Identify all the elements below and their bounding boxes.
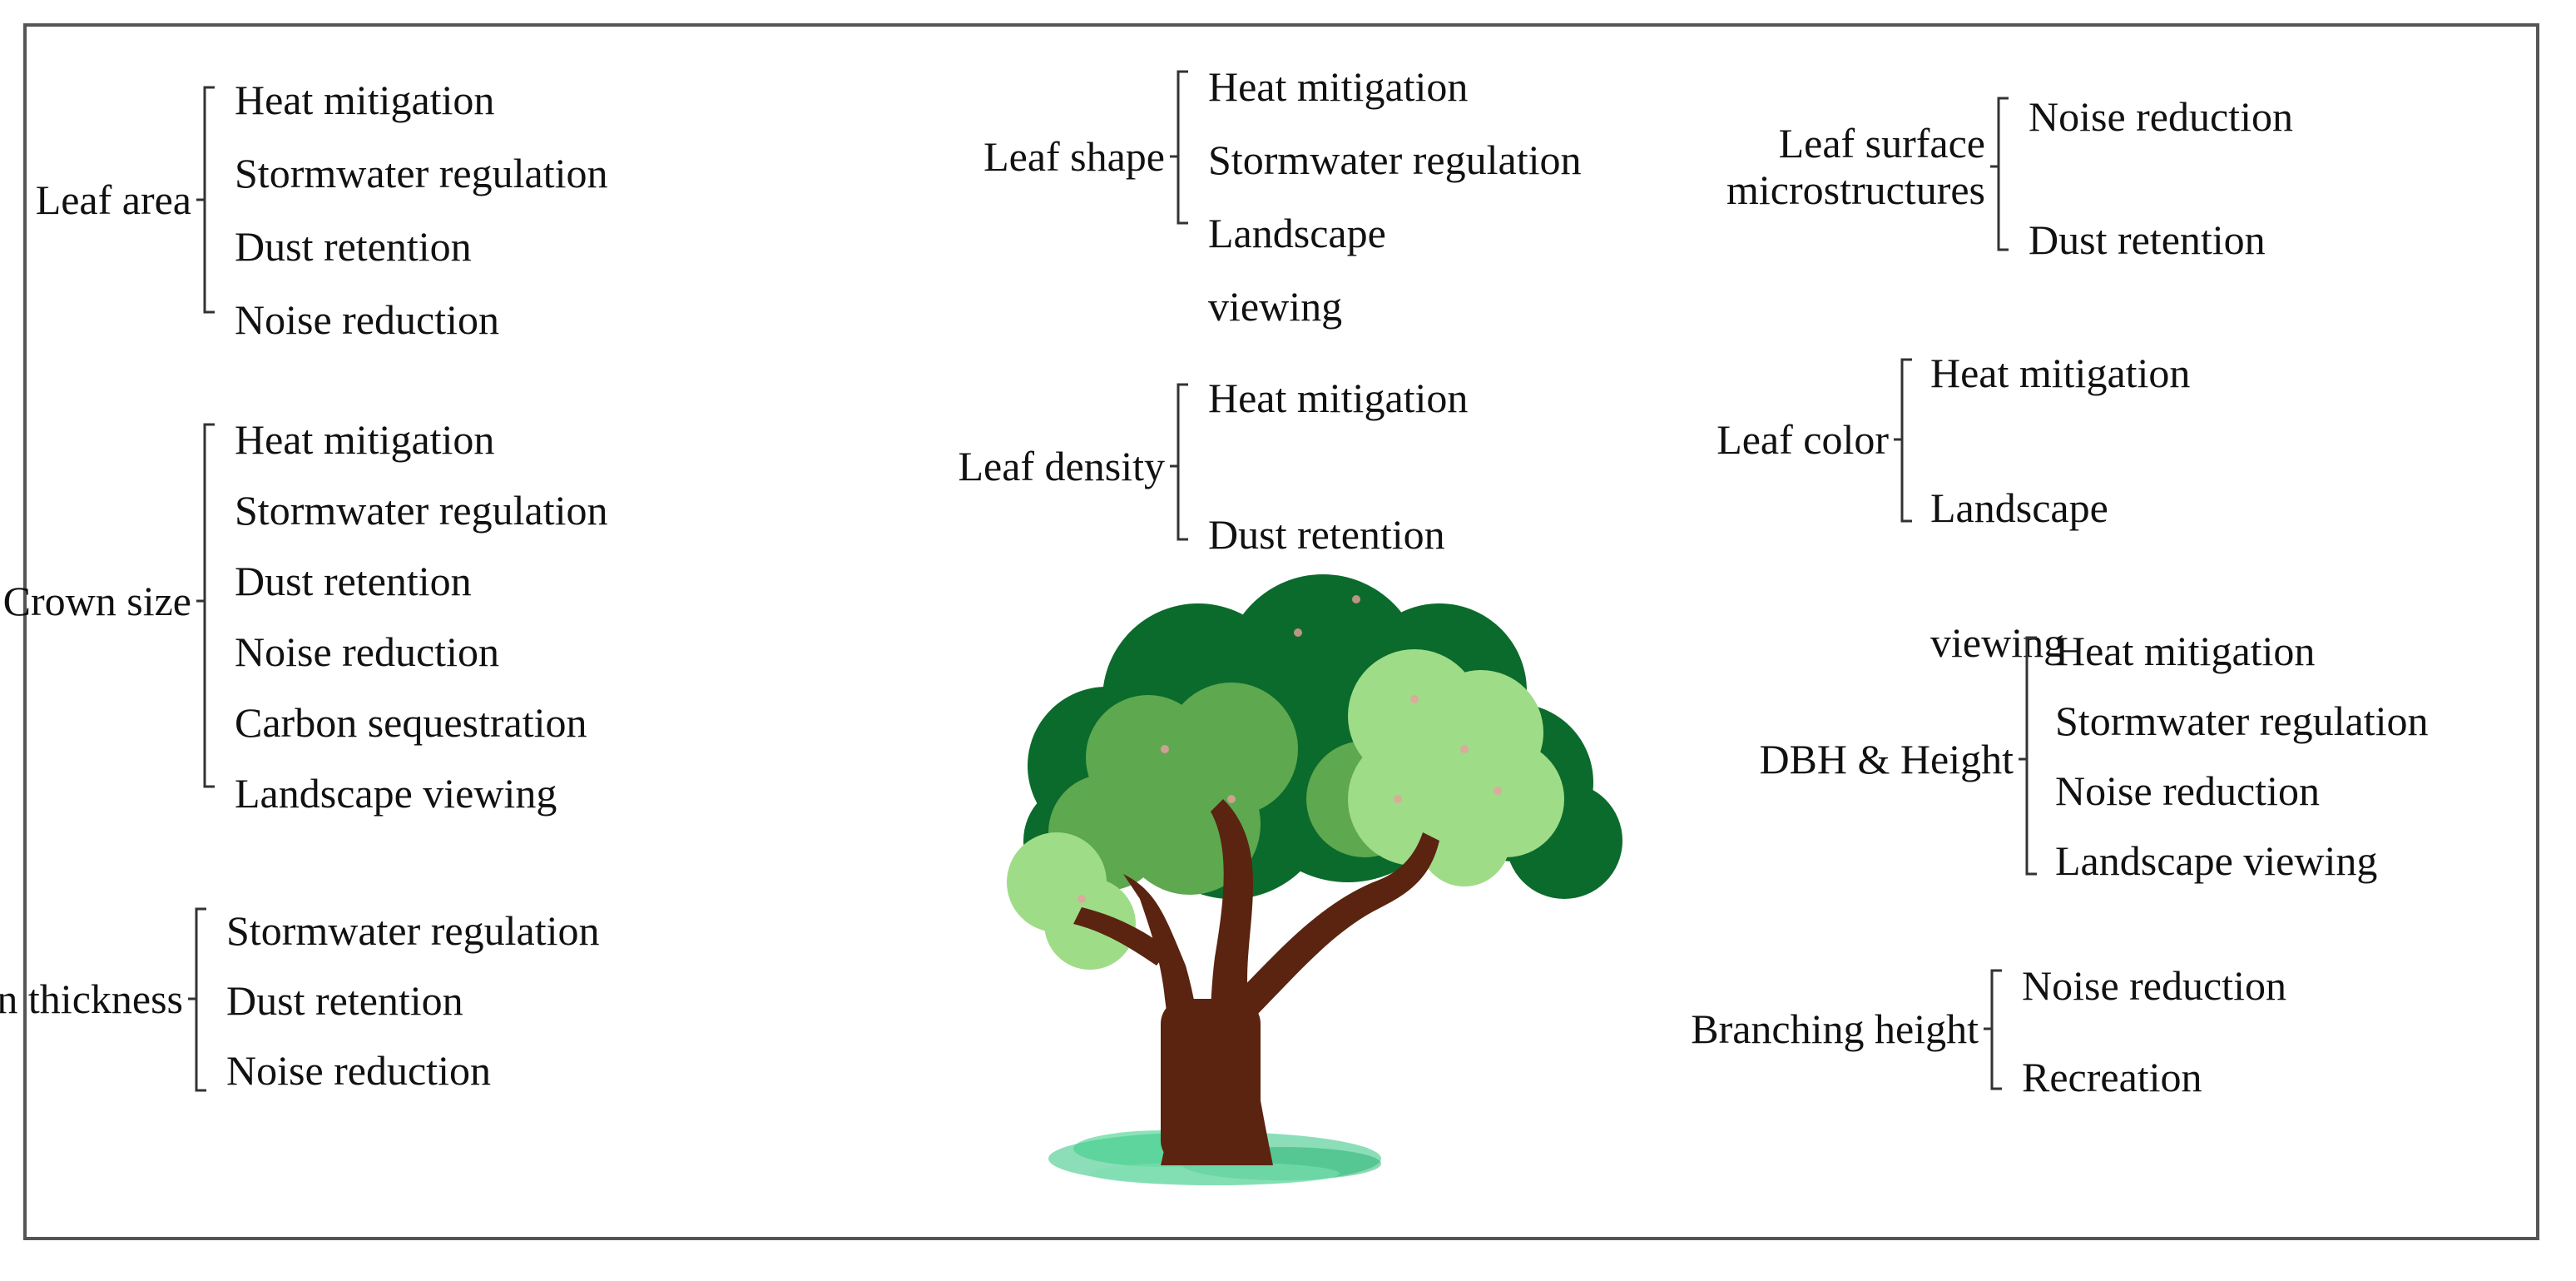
effect-label: Dust retention: [2029, 216, 2266, 263]
bracket: [1894, 358, 1912, 523]
effect-label: Noise reduction: [2022, 962, 2286, 1009]
effect-label: Carbon sequestration: [235, 699, 587, 746]
trait-label: Leaf area: [36, 176, 191, 223]
bracket: [1170, 70, 1188, 225]
effect-label: Landscape: [1208, 210, 1386, 256]
effect-label: Dust retention: [235, 558, 472, 604]
bracket: [1170, 383, 1188, 541]
blossom-dots: [1077, 595, 1502, 903]
effect-label: Noise reduction: [226, 1047, 491, 1094]
bracket: [196, 86, 215, 314]
trait-label: Branching height: [1691, 1005, 1979, 1052]
effect-label: Heat mitigation: [1930, 350, 2190, 396]
effect-label: Stormwater regulation: [235, 487, 608, 534]
trait-label: Leaf color: [1717, 416, 1889, 463]
bracket: [2019, 636, 2037, 876]
bracket: [196, 423, 215, 788]
effect-label: Heat mitigation: [1208, 375, 1468, 421]
trait-label: Leaf density: [958, 443, 1165, 489]
group-branching-height: Branching height Noise reductionRecreatio…: [1691, 962, 2286, 1100]
effect-label: Stormwater regulation: [1208, 137, 1582, 183]
effect-label: Heat mitigation: [2055, 628, 2315, 674]
tree-illustration: [1007, 574, 1622, 1185]
effect-label: Noise reduction: [235, 296, 499, 343]
trait-label: Crown size: [3, 578, 191, 624]
effect-label: Noise reduction: [2029, 93, 2293, 140]
effect-label: Noise reduction: [235, 628, 499, 675]
effect-label: Recreation: [2022, 1054, 2202, 1100]
effect-label: Landscape: [1930, 484, 2108, 531]
trait-label: microstructures: [1726, 166, 1985, 213]
effect-label: Heat mitigation: [1208, 63, 1468, 110]
effect-label: Dust retention: [1208, 511, 1445, 558]
trait-label: Leaf surface: [1779, 120, 1985, 166]
effect-label: viewing: [1930, 619, 2064, 666]
bracket: [188, 907, 206, 1092]
effect-label: Heat mitigation: [235, 77, 494, 123]
bracket: [1984, 969, 2002, 1090]
bracket: [1990, 97, 2009, 251]
effect-label: Landscape viewing: [2055, 837, 2377, 884]
effect-label: Stormwater regulation: [235, 150, 608, 196]
effect-label: viewing: [1208, 283, 1342, 330]
effect-label: Dust retention: [226, 977, 463, 1024]
effect-label: Heat mitigation: [235, 416, 494, 463]
effect-label: Noise reduction: [2055, 767, 2320, 814]
trait-label: Leaf shape: [983, 133, 1165, 180]
trunk: [1073, 799, 1439, 1165]
effect-label: Dust retention: [235, 223, 472, 270]
group-crown-thickness: Crown thickness Stormwater regulationDust…: [0, 907, 600, 1094]
effect-label: Landscape viewing: [235, 770, 557, 817]
canopy-light: [1007, 649, 1564, 970]
trait-label: DBH & Height: [1759, 736, 2014, 782]
effect-label: Stormwater regulation: [226, 907, 600, 954]
effect-label: Stormwater regulation: [2055, 698, 2429, 744]
trait-label: Crown thickness: [0, 976, 183, 1022]
